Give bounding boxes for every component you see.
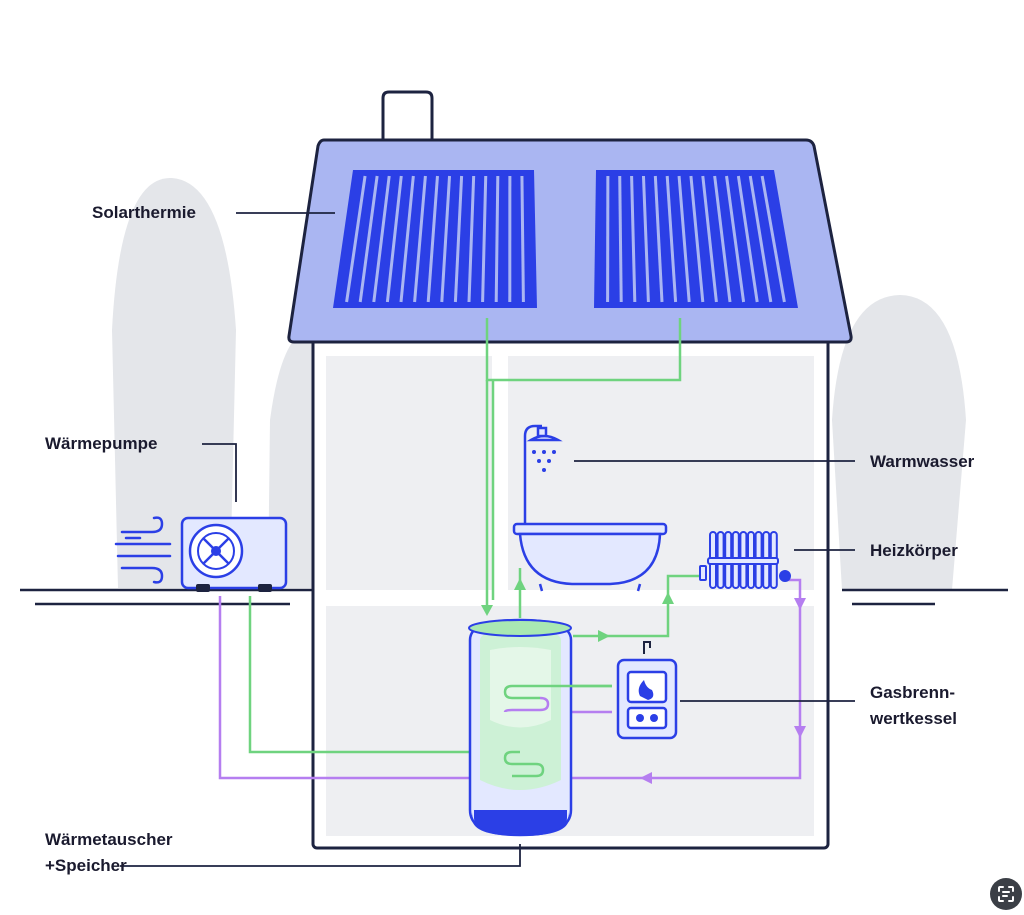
heat-pump bbox=[180, 516, 288, 592]
label-waermepumpe-text: Wärmepumpe bbox=[45, 434, 158, 453]
panel-stripe bbox=[399, 175, 415, 303]
panel-stripe bbox=[413, 175, 427, 303]
panel-stripe bbox=[665, 175, 678, 303]
label-gasbrenn-line1: Gasbrenn- bbox=[870, 683, 956, 702]
tree-left-large bbox=[112, 177, 236, 588]
label-waermetauscher-speicher: Wärmetauscher +Speicher bbox=[45, 827, 173, 879]
chimney bbox=[381, 90, 434, 142]
label-warmwasser: Warmwasser bbox=[870, 449, 974, 475]
label-heizkoerper: Heizkörper bbox=[870, 538, 958, 564]
label-heizkoerper-text: Heizkörper bbox=[870, 541, 958, 560]
panel-stripe bbox=[426, 175, 439, 303]
leader-lines bbox=[120, 212, 855, 867]
label-solarthermie-text: Solarthermie bbox=[92, 203, 196, 222]
panel-stripe bbox=[440, 175, 452, 303]
label-solarthermie: Solarthermie bbox=[92, 200, 196, 226]
panel-stripe bbox=[677, 175, 691, 303]
panel-stripe bbox=[725, 175, 746, 303]
tree-right bbox=[832, 295, 966, 590]
panel-stripe bbox=[760, 175, 786, 303]
panel-stripe bbox=[748, 175, 773, 303]
label-gasbrenn-line2: wertkessel bbox=[870, 709, 957, 728]
label-waermetauscher-line1: Wärmetauscher bbox=[45, 830, 173, 849]
panel-stripe bbox=[481, 175, 488, 303]
wind-icon bbox=[114, 516, 172, 584]
label-waermetauscher-line2: +Speicher bbox=[45, 856, 127, 875]
solar-panel-left bbox=[333, 170, 537, 308]
label-gasbrennwertkessel: Gasbrenn- wertkessel bbox=[870, 680, 957, 732]
panel-stripe bbox=[345, 175, 367, 303]
panel-stripe bbox=[736, 175, 759, 303]
return-flow-arrows bbox=[640, 598, 806, 784]
panel-stripe bbox=[494, 175, 500, 303]
room-upper-left bbox=[326, 356, 492, 590]
panel-stripe bbox=[630, 175, 637, 303]
label-warmwasser-text: Warmwasser bbox=[870, 452, 975, 471]
gas-boiler bbox=[616, 641, 678, 740]
image-search-button[interactable] bbox=[990, 878, 1022, 910]
image-search-icon bbox=[998, 886, 1014, 902]
panel-stripe bbox=[713, 175, 732, 303]
panel-stripe bbox=[689, 175, 705, 303]
storage-tank bbox=[468, 618, 573, 837]
panel-stripe bbox=[520, 175, 525, 303]
panel-stripe bbox=[641, 175, 650, 303]
tank-coils bbox=[503, 684, 612, 778]
panel-stripe bbox=[701, 175, 718, 303]
label-waermepumpe: Wärmepumpe bbox=[45, 431, 157, 457]
panel-stripe bbox=[618, 175, 623, 303]
panel-stripe bbox=[385, 175, 403, 303]
panel-stripe bbox=[467, 175, 476, 303]
radiator bbox=[699, 531, 791, 589]
background-trees bbox=[112, 177, 966, 590]
hot-flow-arrows bbox=[481, 578, 674, 642]
panel-stripe bbox=[372, 175, 391, 303]
panel-stripe bbox=[358, 175, 379, 303]
solar-panel-right bbox=[594, 170, 798, 308]
bathtub-shower bbox=[512, 424, 668, 592]
panel-stripe bbox=[653, 175, 664, 303]
panel-stripe bbox=[453, 175, 464, 303]
